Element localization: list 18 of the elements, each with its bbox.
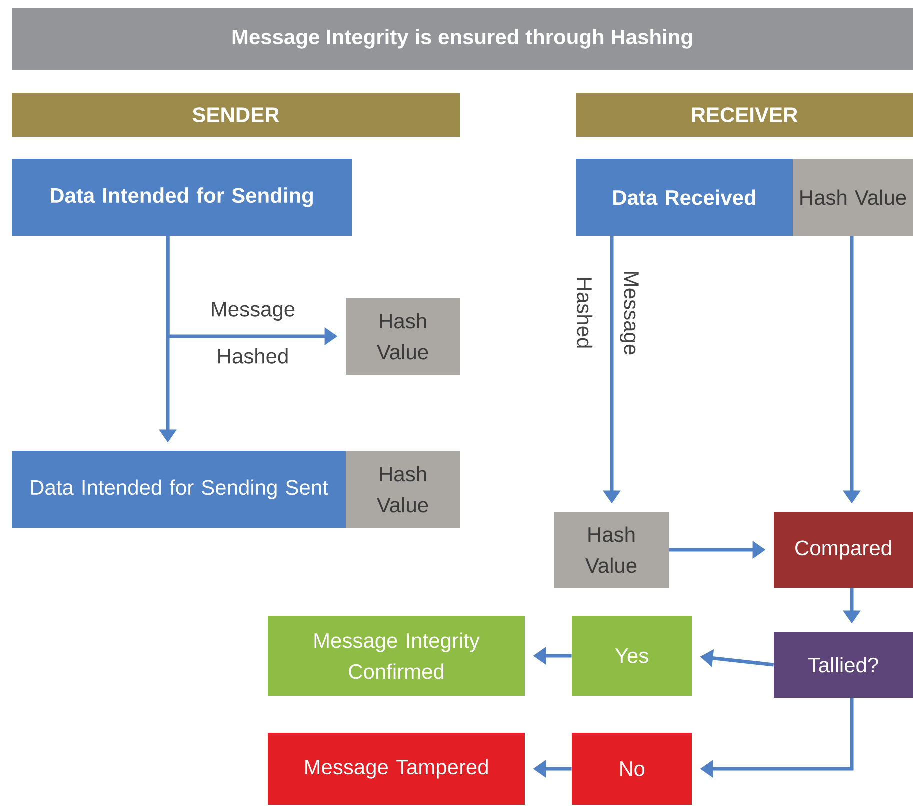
decision-box: Tallied?: [774, 632, 913, 698]
data-box: Data Intended for Sending: [12, 159, 352, 236]
hash-box: Hash Value: [346, 451, 460, 528]
result-box: Message Tampered: [268, 733, 525, 805]
result-box: Message Integrity Confirmed: [268, 616, 525, 696]
title-band: Message Integrity is ensured through Hashing: [12, 8, 913, 70]
hash-box: Hash Value: [346, 298, 460, 375]
column-header-band: RECEIVER: [576, 93, 913, 137]
data-box: Data Intended for Sending Sent: [12, 451, 346, 528]
data-box: Data Received: [576, 159, 793, 236]
column-header-band: SENDER: [12, 93, 460, 137]
result-box: Yes: [572, 616, 692, 696]
edge-label: Message Hashed: [212, 302, 295, 364]
result-box: No: [572, 733, 692, 805]
process-box: Compared: [774, 512, 913, 588]
edge-label: Message Hashed: [577, 272, 639, 355]
hash-box: Hash Value: [793, 159, 913, 236]
hash-box: Hash Value: [554, 512, 669, 588]
